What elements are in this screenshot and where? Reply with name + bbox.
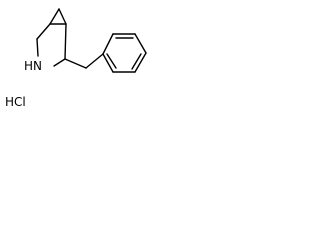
bond xyxy=(36,38,39,57)
benzyl-linker xyxy=(64,53,104,69)
bond xyxy=(134,33,147,54)
bond xyxy=(64,23,67,60)
bond xyxy=(102,33,114,55)
bond xyxy=(102,53,114,73)
bond xyxy=(36,23,51,40)
molecule-structure: HN HCl xyxy=(5,8,147,109)
pyrrolidine-ring xyxy=(36,23,67,67)
bond xyxy=(58,8,67,25)
benzene-ring xyxy=(102,33,147,73)
bond xyxy=(85,53,104,69)
bond xyxy=(64,58,87,69)
aromatic-inner-bond xyxy=(106,53,117,69)
cyclopropane-ring xyxy=(49,8,67,25)
salt-label: HCl xyxy=(5,95,26,109)
bond xyxy=(134,52,147,73)
bond xyxy=(53,58,66,67)
amine-label: HN xyxy=(24,59,42,73)
bond xyxy=(49,8,60,25)
aromatic-inner-bond xyxy=(131,53,142,70)
